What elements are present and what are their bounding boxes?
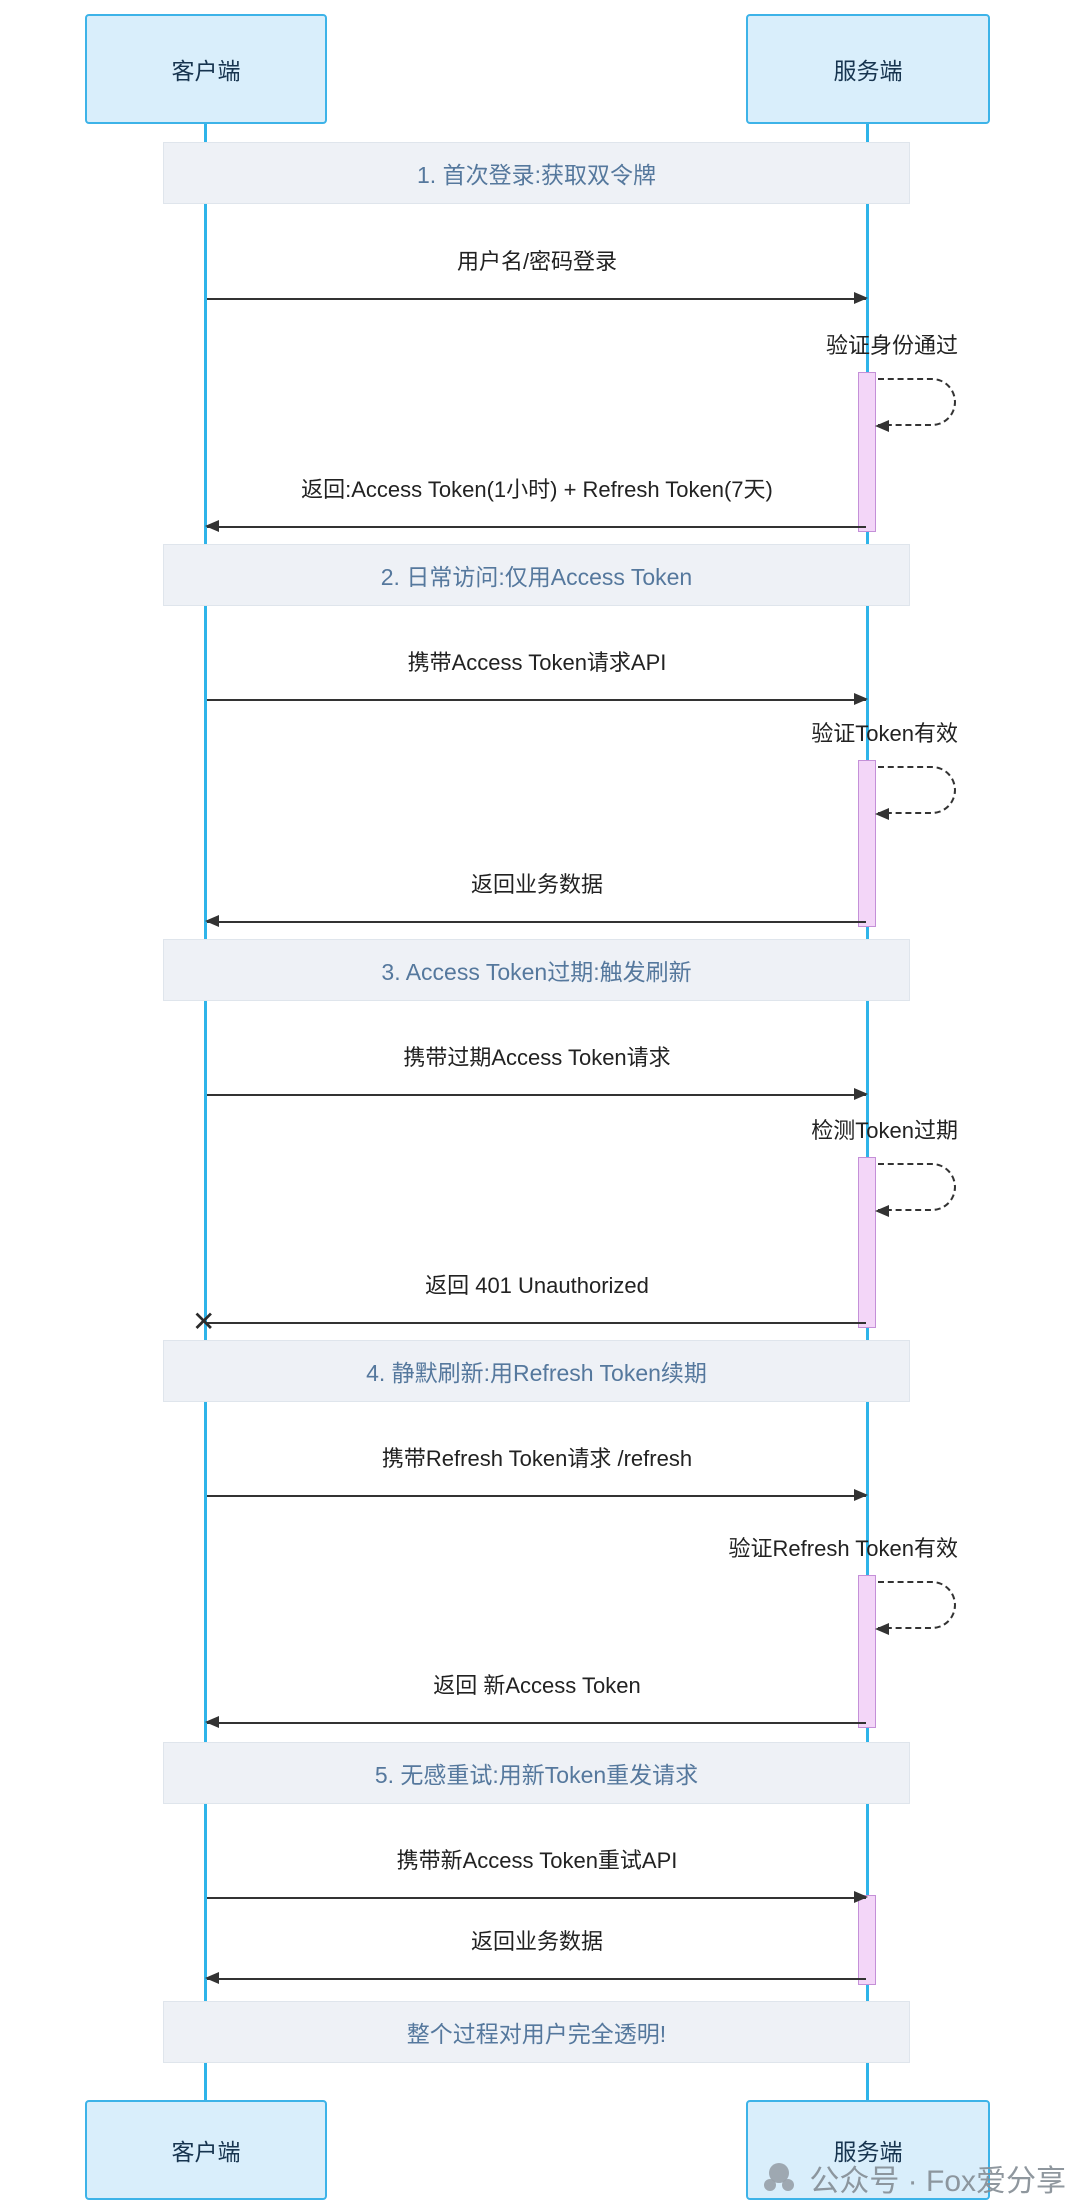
self-message-label: 验证身份通过 xyxy=(825,333,958,358)
note-band: 整个过程对用户完全透明! xyxy=(163,2001,910,2063)
section-title: 4. 静默刷新:用Refresh Token续期 xyxy=(366,1360,707,1386)
section-title: 2. 日常访问:仅用Access Token xyxy=(380,564,693,590)
section-header-4: 4. 静默刷新:用Refresh Token续期 xyxy=(163,1340,910,1402)
actor-server-top: 服务端 xyxy=(746,14,990,124)
actor-server-label: 服务端 xyxy=(833,2139,903,2165)
watermark-text: 公众号 · Fox爱分享 xyxy=(809,2165,1066,2198)
message-label: 返回业务数据 xyxy=(470,1929,603,1954)
cross-end-icon: ✕ xyxy=(192,1306,216,1337)
arrow-client-to-server xyxy=(207,1088,868,1100)
self-loop-arrow xyxy=(875,1581,956,1635)
section-title: 3. Access Token过期:触发刷新 xyxy=(381,959,692,985)
message-label: 携带新Access Token重试API xyxy=(396,1848,678,1873)
server-activation-1 xyxy=(858,372,876,532)
server-activation-4 xyxy=(858,1575,876,1728)
arrow-server-to-client xyxy=(205,915,866,927)
message-label: 用户名/密码登录 xyxy=(456,249,618,274)
message-label: 返回 401 Unauthorized xyxy=(425,1273,649,1298)
self-message-label: 验证Refresh Token有效 xyxy=(728,1536,958,1561)
arrow-client-to-server xyxy=(207,1891,868,1903)
self-loop-arrow xyxy=(875,766,956,820)
section-title: 5. 无感重试:用新Token重发请求 xyxy=(374,1762,699,1788)
message-label: 返回 新Access Token xyxy=(433,1673,641,1698)
server-lifeline xyxy=(866,124,869,2100)
arrow-client-to-server xyxy=(207,1489,868,1501)
message-label: 返回业务数据 xyxy=(470,872,603,897)
server-activation-2 xyxy=(858,760,876,927)
client-lifeline xyxy=(204,124,207,2100)
watermark: 公众号 · Fox爱分享 xyxy=(759,2156,1066,2200)
actor-client-label: 客户端 xyxy=(171,58,241,84)
arrow-client-to-server xyxy=(207,292,868,304)
actor-client-top: 客户端 xyxy=(85,14,327,124)
section-title: 1. 首次登录:获取双令牌 xyxy=(417,162,656,188)
message-label: 携带Refresh Token请求 /refresh xyxy=(381,1446,693,1471)
self-loop-arrow xyxy=(875,1163,956,1217)
note-text: 整个过程对用户完全透明! xyxy=(406,2021,667,2047)
actor-server-label: 服务端 xyxy=(833,58,903,84)
arrow-server-to-client-cross xyxy=(207,1322,866,1324)
section-header-1: 1. 首次登录:获取双令牌 xyxy=(163,142,910,204)
message-label: 返回:Access Token(1小时) + Refresh Token(7天) xyxy=(301,477,773,502)
actor-client-label: 客户端 xyxy=(171,2139,241,2165)
self-loop-arrow xyxy=(875,378,956,432)
section-header-2: 2. 日常访问:仅用Access Token xyxy=(163,544,910,606)
message-label: 携带Access Token请求API xyxy=(407,650,667,675)
arrow-server-to-client xyxy=(205,1972,866,1984)
self-message-label: 检测Token过期 xyxy=(811,1118,958,1143)
section-header-5: 5. 无感重试:用新Token重发请求 xyxy=(163,1742,910,1804)
actor-client-bottom: 客户端 xyxy=(85,2100,327,2200)
arrow-server-to-client xyxy=(205,520,866,532)
wechat-icon xyxy=(764,2163,795,2191)
message-label: 携带过期Access Token请求 xyxy=(403,1045,671,1070)
section-header-3: 3. Access Token过期:触发刷新 xyxy=(163,939,910,1001)
arrow-server-to-client xyxy=(205,1716,866,1728)
server-activation-3 xyxy=(858,1157,876,1328)
self-message-label: 验证Token有效 xyxy=(811,721,958,746)
arrow-client-to-server xyxy=(207,693,868,705)
